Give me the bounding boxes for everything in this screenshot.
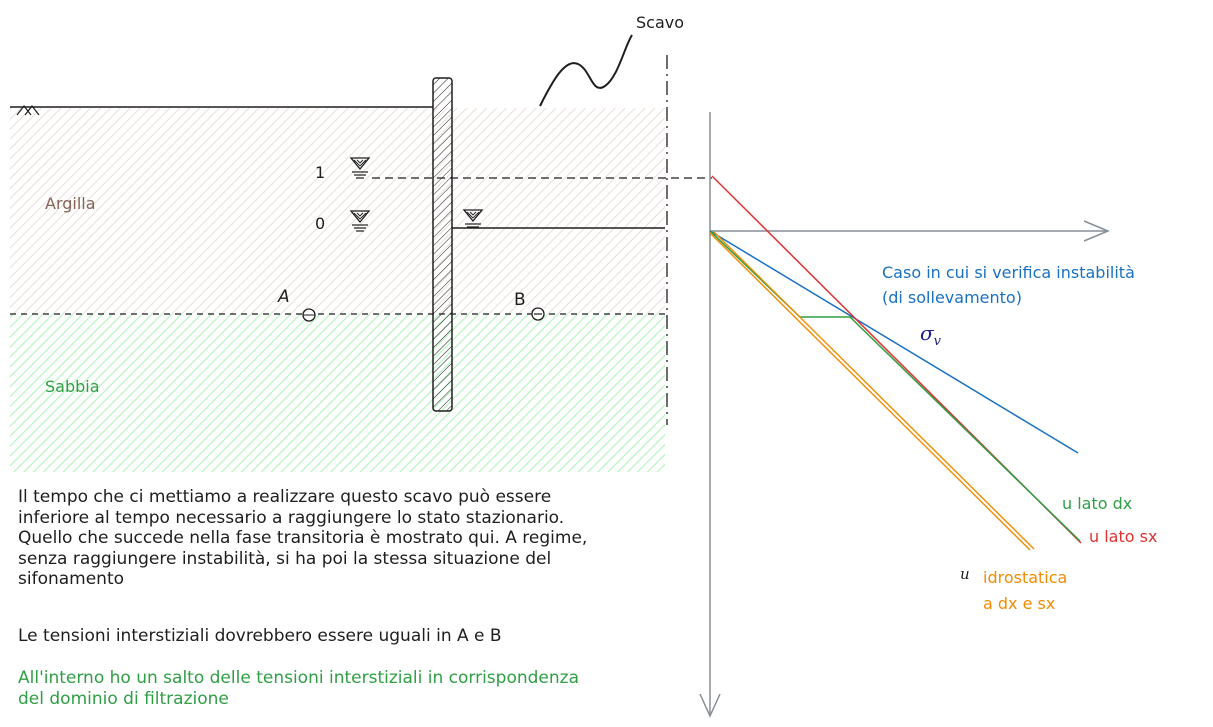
u-right-label: u lato dx [1062,494,1132,513]
equality-note: Le tensioni interstiziali dovrebbero ess… [18,626,502,646]
level-0-label: 0 [315,214,325,233]
water-table-1-icon [349,157,371,179]
hydrostatic-line-1 [709,232,1031,551]
sheet-pile-wall [432,77,453,412]
explanation-line: Quello che succede nella fase transitori… [18,528,588,548]
explanation-line: sifonamento [18,569,125,589]
sand-layer [10,314,665,472]
ground-marker-icon [16,105,40,116]
u-symbol-label: u [960,565,970,583]
level-1-label: 1 [315,163,325,182]
clay-layer [10,108,665,314]
water-table-excavation-icon [462,209,484,228]
sigma-subscript: v [934,334,942,349]
u-left-label: u lato sx [1089,527,1157,546]
scavo-pointer-squiggle [539,34,633,107]
sigma-v-label: σv [920,321,942,349]
u-right-line [709,230,1081,542]
scavo-label: Scavo [636,13,684,32]
hydrostatic-line-2 [713,231,1035,550]
jump-note-line: del dominio di filtrazione [18,688,229,709]
argilla-label: Argilla [45,194,96,213]
jump-note: All'interno ho un salto delle tensioni i… [18,668,579,709]
hydrostatic-label-line1: idrostatica [983,568,1067,587]
jump-note-line: All'interno ho un salto delle tensioni i… [18,668,579,688]
water-table-0-icon [349,210,371,232]
explanation-line: Il tempo che ci mettiamo a realizzare qu… [18,487,552,507]
point-a-label: A [277,287,290,307]
sigma-symbol: σ [920,321,935,345]
instability-caption-line1: Caso in cui si verifica instabilità [882,263,1135,282]
sigma-v-line [709,230,1079,454]
hydrostatic-label-line2: a dx e sx [983,594,1055,613]
instability-caption-line2: (di sollevamento) [882,288,1022,307]
point-b-label: B [514,290,526,310]
sabbia-label: Sabbia [45,377,100,396]
explanation-line: inferiore al tempo necessario a raggiung… [18,507,565,528]
stress-axis-arrowhead [1083,220,1110,242]
depth-axis-arrowhead [699,693,721,718]
explanation-paragraph: Il tempo che ci mettiamo a realizzare qu… [18,487,587,590]
explanation-line: senza raggiungere instabilità, si ha poi… [18,548,552,569]
